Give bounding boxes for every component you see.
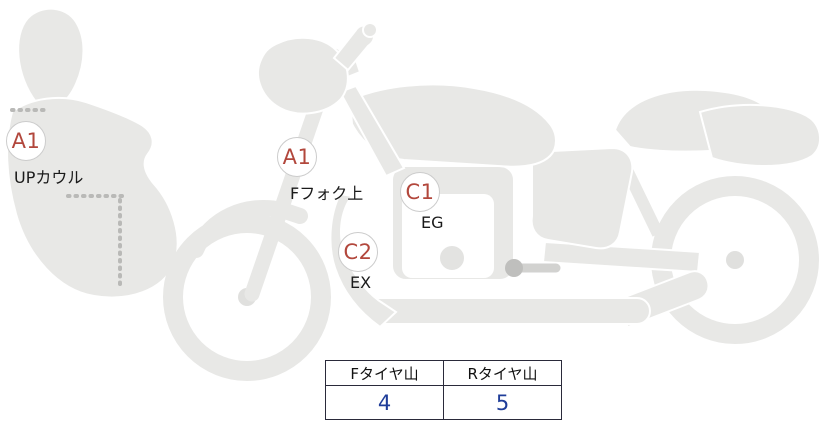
cowl-dotted-lines [10, 108, 124, 290]
engine-cover-circle [438, 244, 466, 272]
tail-cowl [698, 103, 821, 167]
marker-front-fork-upper: A1 Fフォク上 [277, 137, 363, 203]
marker-code: A1 [11, 129, 41, 153]
exhaust-lower-pipe [365, 297, 651, 325]
marker-exhaust: C2 EX [338, 232, 378, 292]
front-tire-header: Fタイヤ山 [325, 360, 444, 386]
front-cowl-part [6, 7, 179, 299]
tire-tread-table: Fタイヤ山 Rタイヤ山 4 5 [325, 360, 562, 420]
marker-code: A1 [282, 145, 312, 169]
tire-table-header-row: Fタイヤ山 Rタイヤ山 [325, 360, 562, 386]
cowl-windscreen [17, 7, 85, 108]
marker-circle: C2 [338, 232, 378, 272]
marker-up-cowl: A1 UPカウル [6, 121, 83, 187]
marker-code: C1 [405, 180, 435, 204]
front-tire-value: 4 [325, 385, 444, 420]
rear-tire-header: Rタイヤ山 [443, 360, 562, 386]
headlight-cowl [257, 36, 349, 115]
marker-label: Fフォク上 [290, 184, 364, 203]
tire-table-value-row: 4 5 [325, 385, 562, 420]
rear-tire-value: 5 [443, 385, 562, 420]
marker-circle: A1 [277, 137, 317, 177]
rear-wheel-hub [726, 251, 744, 269]
side-cover [530, 146, 634, 250]
front-wheel [163, 213, 331, 381]
frame-down-tube [338, 84, 406, 178]
marker-label: EG [421, 213, 444, 232]
marker-engine: C1 EG [400, 172, 444, 232]
swingarm [541, 240, 702, 274]
marker-circle: A1 [6, 121, 46, 161]
marker-circle: C1 [400, 172, 440, 212]
front-fender [188, 199, 308, 258]
marker-label: UPカウル [14, 168, 84, 187]
foot-peg-dot [505, 259, 523, 277]
engine-panel [402, 194, 494, 278]
marker-label: EX [350, 273, 372, 292]
marker-code: C2 [343, 240, 373, 264]
mirror [362, 22, 378, 38]
